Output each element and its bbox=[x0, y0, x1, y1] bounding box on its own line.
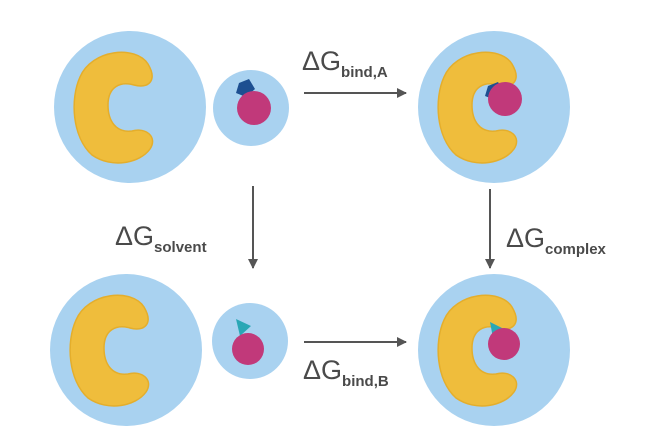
complex-b-ligand-core bbox=[488, 328, 520, 360]
protein-free-bottom bbox=[50, 274, 202, 426]
complex-a bbox=[418, 31, 570, 183]
label-dg-solvent-symbol: ΔG bbox=[115, 221, 155, 251]
label-dg-bind-a: ΔGbind,A bbox=[302, 46, 388, 81]
label-dg-bind-a-symbol: ΔG bbox=[302, 46, 342, 76]
ligand-a-solvated bbox=[213, 70, 289, 146]
label-dg-bind-b-subscript: bind,B bbox=[342, 373, 389, 390]
ligand-b-solvated bbox=[212, 303, 288, 379]
label-dg-bind-b-symbol: ΔG bbox=[303, 355, 343, 385]
label-dg-complex-symbol: ΔG bbox=[506, 223, 546, 253]
label-dg-solvent: ΔGsolvent bbox=[115, 221, 207, 256]
complex-a-ligand-core bbox=[488, 82, 522, 116]
label-dg-bind-a-subscript: bind,A bbox=[341, 64, 388, 81]
ligand-b-group bbox=[236, 319, 251, 336]
protein-free-top bbox=[54, 31, 206, 183]
label-dg-solvent-subscript: solvent bbox=[154, 239, 207, 256]
label-dg-complex: ΔGcomplex bbox=[506, 223, 606, 258]
label-dg-bind-b: ΔGbind,B bbox=[303, 355, 389, 390]
ligand-b-core bbox=[232, 333, 264, 365]
label-dg-complex-subscript: complex bbox=[545, 241, 606, 258]
ligand-a-core bbox=[237, 91, 271, 125]
complex-b bbox=[418, 274, 570, 426]
